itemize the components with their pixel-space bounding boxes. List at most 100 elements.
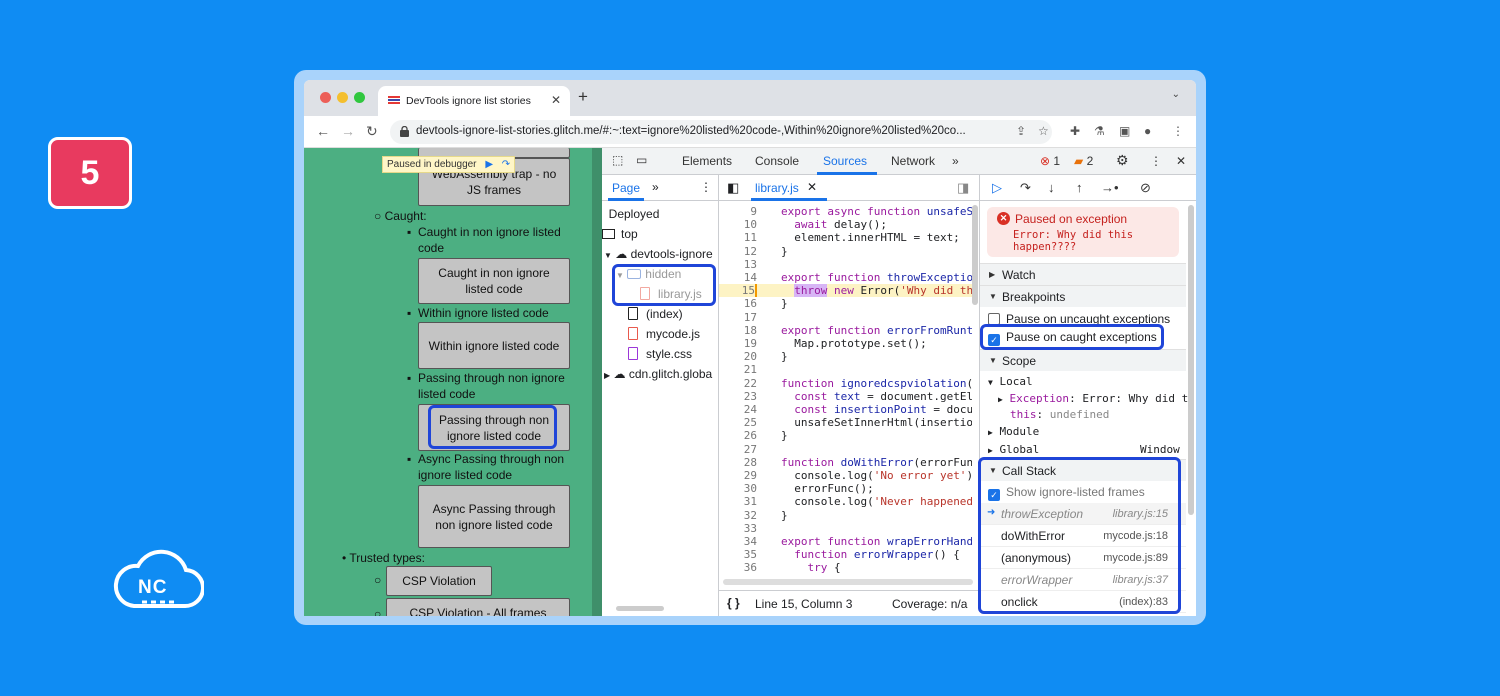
csp-violation-button[interactable]: CSP Violation <box>386 566 492 596</box>
close-tab-icon[interactable]: ✕ <box>550 93 561 107</box>
exception-banner: ✕ Paused on exception Error: Why did thi… <box>987 207 1179 257</box>
settings-gear-icon[interactable]: ⚙ <box>1116 152 1129 168</box>
caught-non-ignore-button[interactable]: Caught in non ignore listed code <box>418 258 570 304</box>
more-tabs-icon[interactable]: » <box>952 154 959 168</box>
tab-network[interactable]: Network <box>891 154 936 168</box>
toggle-navigator-icon[interactable]: ◧ <box>727 180 740 195</box>
profile-avatar-icon[interactable]: ● <box>1144 124 1152 138</box>
csp-bullet: ○ <box>374 573 382 587</box>
scope-local[interactable]: ▼ Local <box>988 375 1033 388</box>
passing-through-button[interactable]: Passing through non ignore listed code <box>418 404 570 451</box>
close-file-icon[interactable]: ✕ <box>807 180 818 194</box>
bookmark-star-icon[interactable]: ☆ <box>1038 124 1049 138</box>
code-line: 26} <box>743 429 788 443</box>
step-badge: 5 <box>48 137 132 209</box>
resume-execution-icon[interactable]: ▷ <box>992 180 1002 195</box>
lab-flask-icon[interactable]: ⚗ <box>1094 124 1105 138</box>
call-stack-highlight <box>978 457 1181 614</box>
tree-cdn-glitch[interactable]: ▶ ☁ cdn.glitch.globa <box>604 367 713 381</box>
new-tab-icon[interactable]: + <box>578 87 588 106</box>
resume-icon[interactable]: ▶ <box>485 159 494 170</box>
reload-icon[interactable]: ↻ <box>366 123 378 139</box>
scope-exception[interactable]: ▶ Exception: Error: Why did t <box>998 392 1189 405</box>
tree-style-css[interactable]: style.css <box>628 347 692 361</box>
error-icon: ✕ <box>997 212 1010 225</box>
maximize-window-icon[interactable] <box>354 92 365 103</box>
warning-count-badge[interactable]: ▰ 2 <box>1074 154 1094 168</box>
tree-index[interactable]: (index) <box>628 307 683 321</box>
tree-devtools-ignore[interactable]: ▼ ☁ devtools-ignore <box>604 247 713 261</box>
step-out-icon[interactable]: ↑ <box>1076 180 1083 195</box>
toggle-debugger-icon[interactable]: ◨ <box>957 180 970 195</box>
editor-horizontal-scrollbar[interactable] <box>723 579 973 585</box>
cloud-icon: ☁ <box>615 247 628 261</box>
code-line: 29 console.log('No error yet'); <box>743 469 972 482</box>
scope-module[interactable]: ▶ Module <box>988 425 1040 438</box>
file-tab-library-js[interactable]: library.js <box>755 181 799 195</box>
close-window-icon[interactable] <box>320 92 331 103</box>
html-file-icon <box>628 307 638 320</box>
side-panel-icon[interactable]: ▣ <box>1119 124 1131 138</box>
editor-vertical-scrollbar[interactable] <box>972 205 978 305</box>
call-frame[interactable]: (anonymous)mycode.js:89 <box>980 547 1186 569</box>
page-scrollbar[interactable] <box>592 148 602 616</box>
tab-page[interactable]: Page <box>612 181 641 195</box>
omnibox[interactable]: devtools-ignore-list-stories.glitch.me/#… <box>390 120 1052 144</box>
pause-caught-checkbox[interactable]: ✓ <box>988 334 1000 346</box>
extensions-icon[interactable]: ✚ <box>1070 124 1081 138</box>
browser-tab[interactable]: DevTools ignore list stories ✕ <box>378 86 570 116</box>
tab-search-icon[interactable]: ⌄ <box>1171 89 1180 100</box>
deactivate-breakpoints-icon[interactable]: ⊘ <box>1140 180 1151 195</box>
logo-text: NC <box>138 577 168 598</box>
minimize-window-icon[interactable] <box>337 92 348 103</box>
inspect-element-icon[interactable]: ⬚ <box>612 153 624 167</box>
share-icon[interactable]: ⇪ <box>1016 124 1027 138</box>
breakpoints-section-header[interactable]: ▼Breakpoints <box>980 285 1186 307</box>
step-over-icon[interactable]: ↷ <box>1020 180 1031 195</box>
kebab-menu-icon[interactable]: ⋮ <box>1172 124 1184 138</box>
navigator-scrollbar[interactable] <box>616 606 664 611</box>
show-ignore-listed-option[interactable]: ✓Show ignore-listed frames <box>988 485 1145 501</box>
step-into-icon[interactable]: ↓ <box>1048 180 1055 195</box>
tab-sources[interactable]: Sources <box>823 154 868 168</box>
pause-uncaught-option[interactable]: Pause on uncaught exceptions <box>988 312 1170 326</box>
navigator-menu-icon[interactable]: ⋮ <box>700 180 712 194</box>
code-line: 11 element.innerHTML = text; <box>743 231 960 245</box>
tab-elements[interactable]: Elements <box>682 154 733 168</box>
back-icon[interactable]: ← <box>316 123 330 139</box>
error-count-badge[interactable]: ⊗ 1 <box>1040 154 1061 168</box>
tree-library-js[interactable]: library.js <box>640 287 702 301</box>
trusted-types-label: • Trusted types: <box>342 551 425 565</box>
async-passing-button[interactable]: Async Passing through non ignore listed … <box>418 485 570 548</box>
scope-global[interactable]: ▶ Global <box>988 443 1040 456</box>
tree-top[interactable]: top <box>602 227 638 241</box>
folder-icon <box>627 269 642 279</box>
step-over-icon[interactable]: ↷ <box>501 159 511 170</box>
show-ignore-listed-checkbox[interactable]: ✓ <box>988 489 1000 501</box>
forward-icon[interactable]: → <box>341 123 355 139</box>
debugger-scrollbar[interactable] <box>1188 205 1194 515</box>
csp-violation-all-button[interactable]: CSP Violation - All frames <box>386 598 570 616</box>
within-ignore-button[interactable]: Within ignore listed code <box>418 322 570 369</box>
tree-deployed[interactable]: Deployed <box>608 207 660 221</box>
more-navigator-tabs-icon[interactable]: » <box>652 180 659 194</box>
tree-mycode-js[interactable]: mycode.js <box>628 327 700 341</box>
call-stack-section-header[interactable]: ▼Call Stack <box>980 459 1186 481</box>
pretty-print-icon[interactable]: { } <box>727 596 740 610</box>
caught-label: ○ Caught: <box>374 209 427 223</box>
close-devtools-icon[interactable]: ✕ <box>1176 154 1187 168</box>
step-icon[interactable]: →• <box>1101 180 1119 195</box>
device-toolbar-icon[interactable]: ▭ <box>636 153 648 167</box>
devtools-menu-icon[interactable]: ⋮ <box>1150 154 1162 168</box>
tree-hidden-folder[interactable]: ▼ hidden <box>616 267 682 281</box>
watch-section-header[interactable]: ▶Watch <box>980 263 1186 285</box>
pause-caught-option[interactable]: ✓Pause on caught exceptions <box>988 330 1157 346</box>
file-navigator: Page » ⋮ Deployed top ▼ ☁ devtools-ignor… <box>602 175 719 616</box>
scope-section-header[interactable]: ▼Scope <box>980 349 1186 371</box>
code-line: 36 try { <box>743 561 841 575</box>
tab-console[interactable]: Console <box>755 154 800 168</box>
